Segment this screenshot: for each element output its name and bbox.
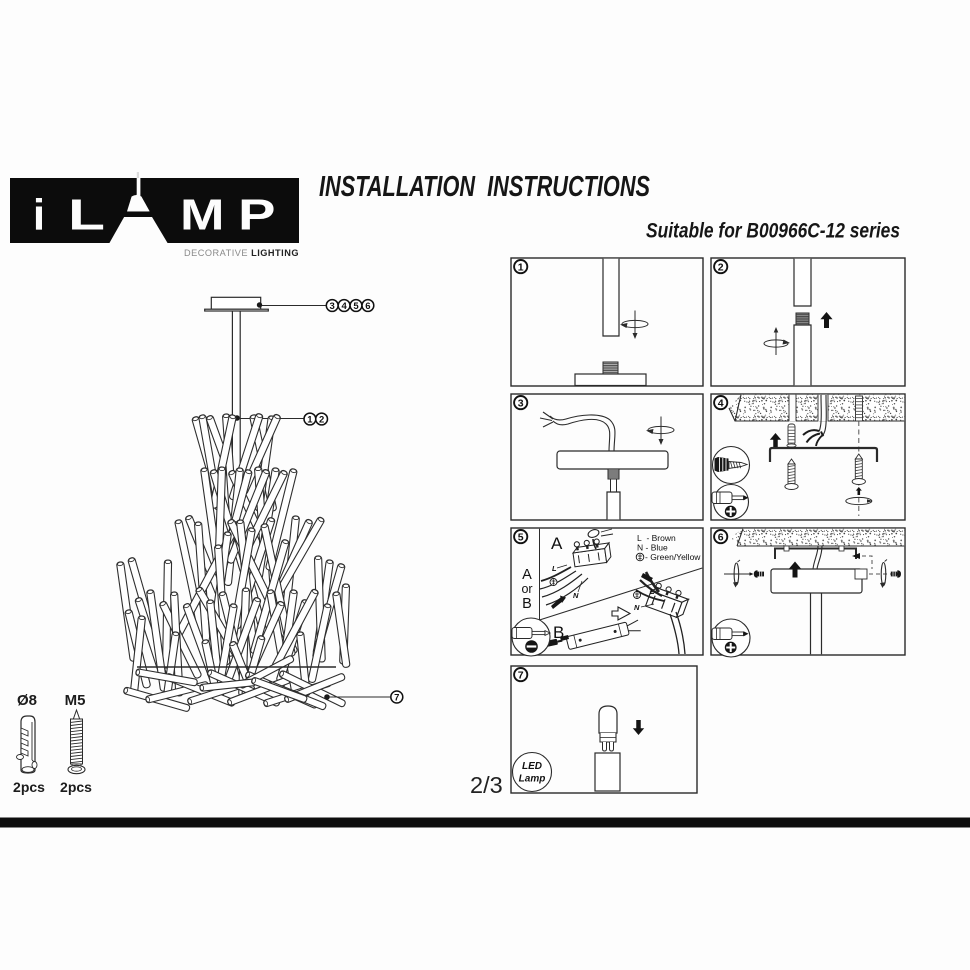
svg-text:Lamp: Lamp	[519, 774, 546, 785]
svg-text:6: 6	[365, 301, 370, 312]
svg-text:Ø8: Ø8	[17, 692, 37, 709]
svg-text:A: A	[551, 534, 563, 553]
svg-text:2: 2	[718, 261, 724, 273]
svg-text:L: L	[68, 191, 105, 240]
svg-text:N: N	[573, 591, 579, 600]
svg-text:3: 3	[518, 397, 524, 409]
svg-text:B: B	[522, 596, 532, 612]
svg-text:1: 1	[518, 261, 524, 273]
svg-text:7: 7	[518, 669, 524, 681]
svg-text:L: L	[650, 587, 655, 596]
svg-text:M: M	[180, 191, 225, 240]
svg-text:i: i	[33, 191, 45, 240]
svg-text:N - Blue: N - Blue	[637, 543, 668, 553]
svg-text:2pcs: 2pcs	[13, 779, 45, 795]
svg-text:A: A	[522, 567, 532, 583]
svg-text:- Green/Yellow: - Green/Yellow	[645, 552, 701, 562]
svg-text:3: 3	[330, 301, 335, 312]
svg-text:4: 4	[718, 397, 724, 409]
svg-text:P: P	[238, 191, 276, 240]
svg-text:L: L	[552, 564, 557, 573]
svg-text:DECORATIVE LIGHTING: DECORATIVE LIGHTING	[184, 248, 299, 258]
svg-text:LED: LED	[522, 761, 542, 772]
svg-text:M5: M5	[65, 692, 86, 709]
svg-text:2: 2	[319, 415, 324, 426]
svg-text:6: 6	[718, 531, 724, 543]
svg-text:INSTALLATION INSTRUCTIONS: INSTALLATION INSTRUCTIONS	[319, 171, 650, 203]
svg-text:7: 7	[394, 693, 399, 704]
svg-text:or: or	[521, 582, 532, 596]
svg-text:5: 5	[353, 301, 359, 312]
svg-text:N: N	[634, 603, 640, 612]
svg-text:2/3: 2/3	[470, 772, 503, 798]
svg-text:Suitable for B00966C-12 series: Suitable for B00966C-12 series	[646, 219, 900, 243]
svg-text:B: B	[553, 623, 564, 642]
svg-text:L - Brown: L - Brown	[637, 533, 676, 543]
svg-text:4: 4	[341, 301, 347, 312]
svg-text:5: 5	[518, 531, 524, 543]
svg-text:1: 1	[307, 415, 313, 426]
svg-text:2pcs: 2pcs	[60, 779, 92, 795]
